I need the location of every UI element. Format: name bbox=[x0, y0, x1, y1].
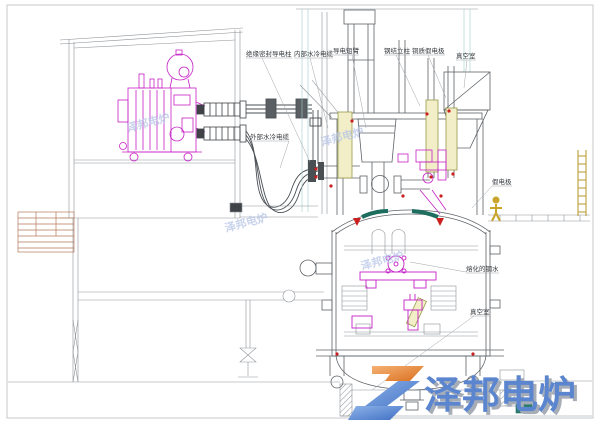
furnace-transformer bbox=[117, 49, 206, 162]
label-molten-steel: 熔化的钢水 bbox=[466, 264, 499, 273]
transformer-room bbox=[59, 27, 244, 383]
ingot-drive-mechanism bbox=[351, 255, 437, 331]
access-ladder bbox=[577, 150, 587, 216]
hydraulic-cylinders bbox=[337, 99, 458, 328]
label-insulated-seal-column: 绝缘密封导电柱 bbox=[246, 49, 292, 58]
label-conductive-short-arm: 导电短臂 bbox=[333, 46, 360, 55]
chamber-interior bbox=[341, 229, 478, 337]
dome-hinges bbox=[353, 218, 444, 226]
label-steel-column: 钢结立柱 bbox=[384, 46, 411, 55]
water-cooled-cables bbox=[245, 98, 322, 213]
cable-clamps bbox=[308, 160, 324, 182]
label-dummy-electrode: 假电极 bbox=[492, 177, 512, 186]
label-copper-dummy-electrode: 铜质假电极 bbox=[412, 46, 445, 55]
watermark: 泽邦电炉 bbox=[223, 210, 269, 235]
logo-wordmark-shadow: 泽邦电炉 bbox=[427, 376, 579, 420]
red-joint-markers bbox=[314, 109, 475, 356]
ground-and-pit bbox=[8, 202, 592, 417]
basement-grille bbox=[17, 211, 75, 253]
logo-z-top-icon bbox=[372, 366, 424, 381]
logo-z-bottom-icon bbox=[348, 406, 404, 420]
sheet-border bbox=[6, 4, 594, 419]
logo-wordmark: 泽邦电炉 bbox=[424, 373, 576, 417]
label-external-water-cooled-cable: 外部水冷电缆 bbox=[250, 132, 290, 141]
person-figure bbox=[490, 196, 502, 222]
callout-labels: 绝缘密封导电柱 内部水冷电缆 导电短臂 钢结立柱 铜质假电极 真空室 外部水冷电… bbox=[246, 46, 512, 391]
electrode-drive-assembly bbox=[296, 8, 491, 328]
zebang-logo: 泽邦电炉 泽邦电炉 bbox=[348, 366, 579, 420]
label-internal-water-cooled-cable: 内部水冷电缆 bbox=[294, 49, 334, 58]
label-vacuum-chamber-top: 真空室 bbox=[456, 51, 476, 60]
watermark: 泽邦电炉 bbox=[359, 248, 405, 273]
vacuum-melting-chamber bbox=[299, 209, 504, 411]
transformer-bushings bbox=[196, 100, 247, 143]
feeder-mechanism bbox=[397, 149, 447, 215]
label-vacuum-chamber-lower: 真空室 bbox=[470, 307, 490, 316]
dome-seal-segments bbox=[361, 209, 439, 219]
